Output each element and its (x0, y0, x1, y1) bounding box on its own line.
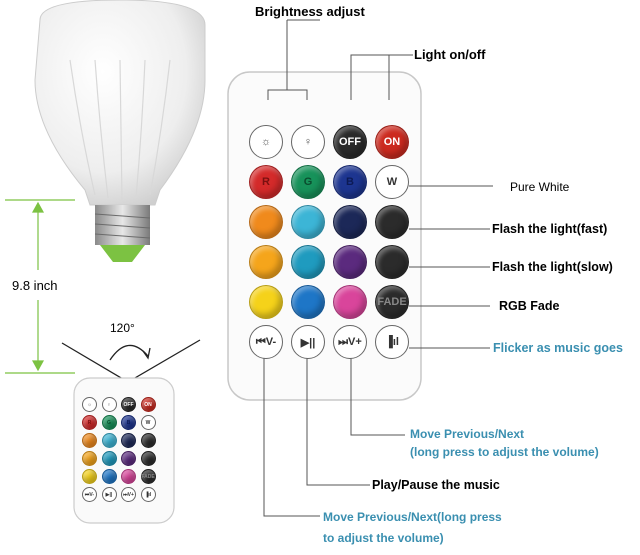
play-pause-button[interactable]: ▶|| (101, 487, 117, 502)
brightness-up-button[interactable]: ♀ (291, 125, 325, 159)
green-button-label: G (303, 176, 313, 188)
brightness-up-button-label: ♀ (107, 401, 111, 408)
previous-button-label: ⏮V- (255, 335, 277, 348)
fade-button[interactable]: FADE (375, 285, 409, 319)
sky-blue-button[interactable] (291, 285, 325, 319)
music-mode-button-label: ▐ıl (144, 491, 152, 498)
on-button-label: ON (144, 401, 152, 408)
play-pause-button-label: ▶|| (105, 491, 113, 498)
flash-slow-button[interactable] (375, 245, 409, 279)
green-button[interactable]: G (291, 165, 325, 199)
red-button-label: R (87, 419, 92, 426)
led-bulb-image (34, 0, 206, 262)
amber-button[interactable] (249, 245, 283, 279)
blue-button[interactable]: B (333, 165, 367, 199)
play-pause-button-label: ▶|| (300, 336, 316, 349)
cyan-button[interactable] (291, 205, 325, 239)
flicker-music-label: Flicker as music goes (493, 341, 623, 355)
rgb-fade-label: RGB Fade (499, 299, 560, 313)
previous-button-label: ⏮V- (84, 491, 95, 498)
next-button-label: ⏭V+ (338, 335, 362, 348)
angle-indicator (61, 339, 201, 383)
sky-blue-button[interactable] (101, 469, 117, 484)
cyan-button[interactable] (101, 433, 117, 448)
white-button-label: W (145, 419, 151, 426)
off-button[interactable]: OFF (121, 397, 136, 412)
music-mode-button-label: ▐ıl (385, 336, 399, 348)
height-label: 9.8 inch (12, 278, 58, 293)
red-button[interactable]: R (249, 165, 283, 199)
brightness-up-button-label: ♀ (303, 136, 313, 148)
red-button[interactable]: R (82, 415, 97, 430)
off-button[interactable]: OFF (333, 125, 367, 159)
teal-button[interactable] (291, 245, 325, 279)
orange-button[interactable] (249, 205, 283, 239)
move-prev-label: Move Previous/Next(long press (323, 510, 502, 524)
brightness-down-button[interactable]: ☼ (249, 125, 283, 159)
move-next-volume-label: (long press to adjust the volume) (410, 445, 599, 459)
amber-button[interactable] (82, 451, 97, 466)
play-pause-label: Play/Pause the music (372, 478, 500, 492)
off-button-label: OFF (123, 401, 134, 408)
navy-button[interactable] (121, 433, 136, 448)
on-button[interactable]: ON (140, 397, 156, 412)
blue-button[interactable]: B (121, 415, 136, 430)
light-onoff-label: Light on/off (414, 47, 486, 62)
previous-button[interactable]: ⏮V- (249, 325, 283, 359)
white-button[interactable]: W (140, 415, 156, 430)
brightness-down-button[interactable]: ☼ (82, 397, 97, 412)
flash-fast-label: Flash the light(fast) (492, 222, 608, 236)
next-button-label: ⏭V+ (123, 491, 134, 498)
red-button-label: R (262, 176, 270, 188)
orange-button[interactable] (82, 433, 97, 448)
pink-button[interactable] (121, 469, 136, 484)
yellow-button[interactable] (82, 469, 97, 484)
brightness-down-button-label: ☼ (260, 136, 272, 148)
yellow-button[interactable] (249, 285, 283, 319)
on-button-label: ON (383, 136, 401, 148)
previous-button[interactable]: ⏮V- (82, 487, 97, 502)
music-mode-button[interactable]: ▐ıl (375, 325, 409, 359)
navy-button[interactable] (333, 205, 367, 239)
flash-fast-button[interactable] (375, 205, 409, 239)
move-prev-volume-label: to adjust the volume) (323, 531, 444, 545)
next-button[interactable]: ⏭V+ (121, 487, 136, 502)
next-button[interactable]: ⏭V+ (333, 325, 367, 359)
music-mode-button[interactable]: ▐ıl (140, 487, 156, 502)
brightness-up-button[interactable]: ♀ (101, 397, 117, 412)
callout-lines (263, 19, 493, 517)
brightness-down-button-label: ☼ (87, 401, 92, 408)
angle-label: 120° (110, 321, 135, 335)
purple-button[interactable] (121, 451, 136, 466)
height-dimension-line (5, 199, 75, 374)
fade-button-label: FADE (377, 296, 407, 308)
pink-button[interactable] (333, 285, 367, 319)
off-button-label: OFF (339, 136, 361, 148)
white-button[interactable]: W (375, 165, 409, 199)
pure-white-label: Pure White (510, 180, 570, 194)
flash-slow-label: Flash the light(slow) (492, 260, 613, 274)
blue-button-label: B (346, 176, 354, 188)
blue-button-label: B (126, 419, 131, 426)
teal-button[interactable] (101, 451, 117, 466)
small-remote-body (73, 377, 175, 524)
flash-fast-button[interactable] (140, 433, 156, 448)
on-button[interactable]: ON (375, 125, 409, 159)
fade-button[interactable]: FADE (140, 469, 156, 484)
fade-button-label: FADE (141, 473, 155, 480)
move-next-label: Move Previous/Next (410, 427, 525, 441)
green-button[interactable]: G (101, 415, 117, 430)
brightness-adjust-label: Brightness adjust (255, 4, 365, 19)
green-button-label: G (107, 419, 111, 426)
white-button-label: W (386, 176, 398, 188)
play-pause-button[interactable]: ▶|| (291, 325, 325, 359)
purple-button[interactable] (333, 245, 367, 279)
flash-slow-button[interactable] (140, 451, 156, 466)
